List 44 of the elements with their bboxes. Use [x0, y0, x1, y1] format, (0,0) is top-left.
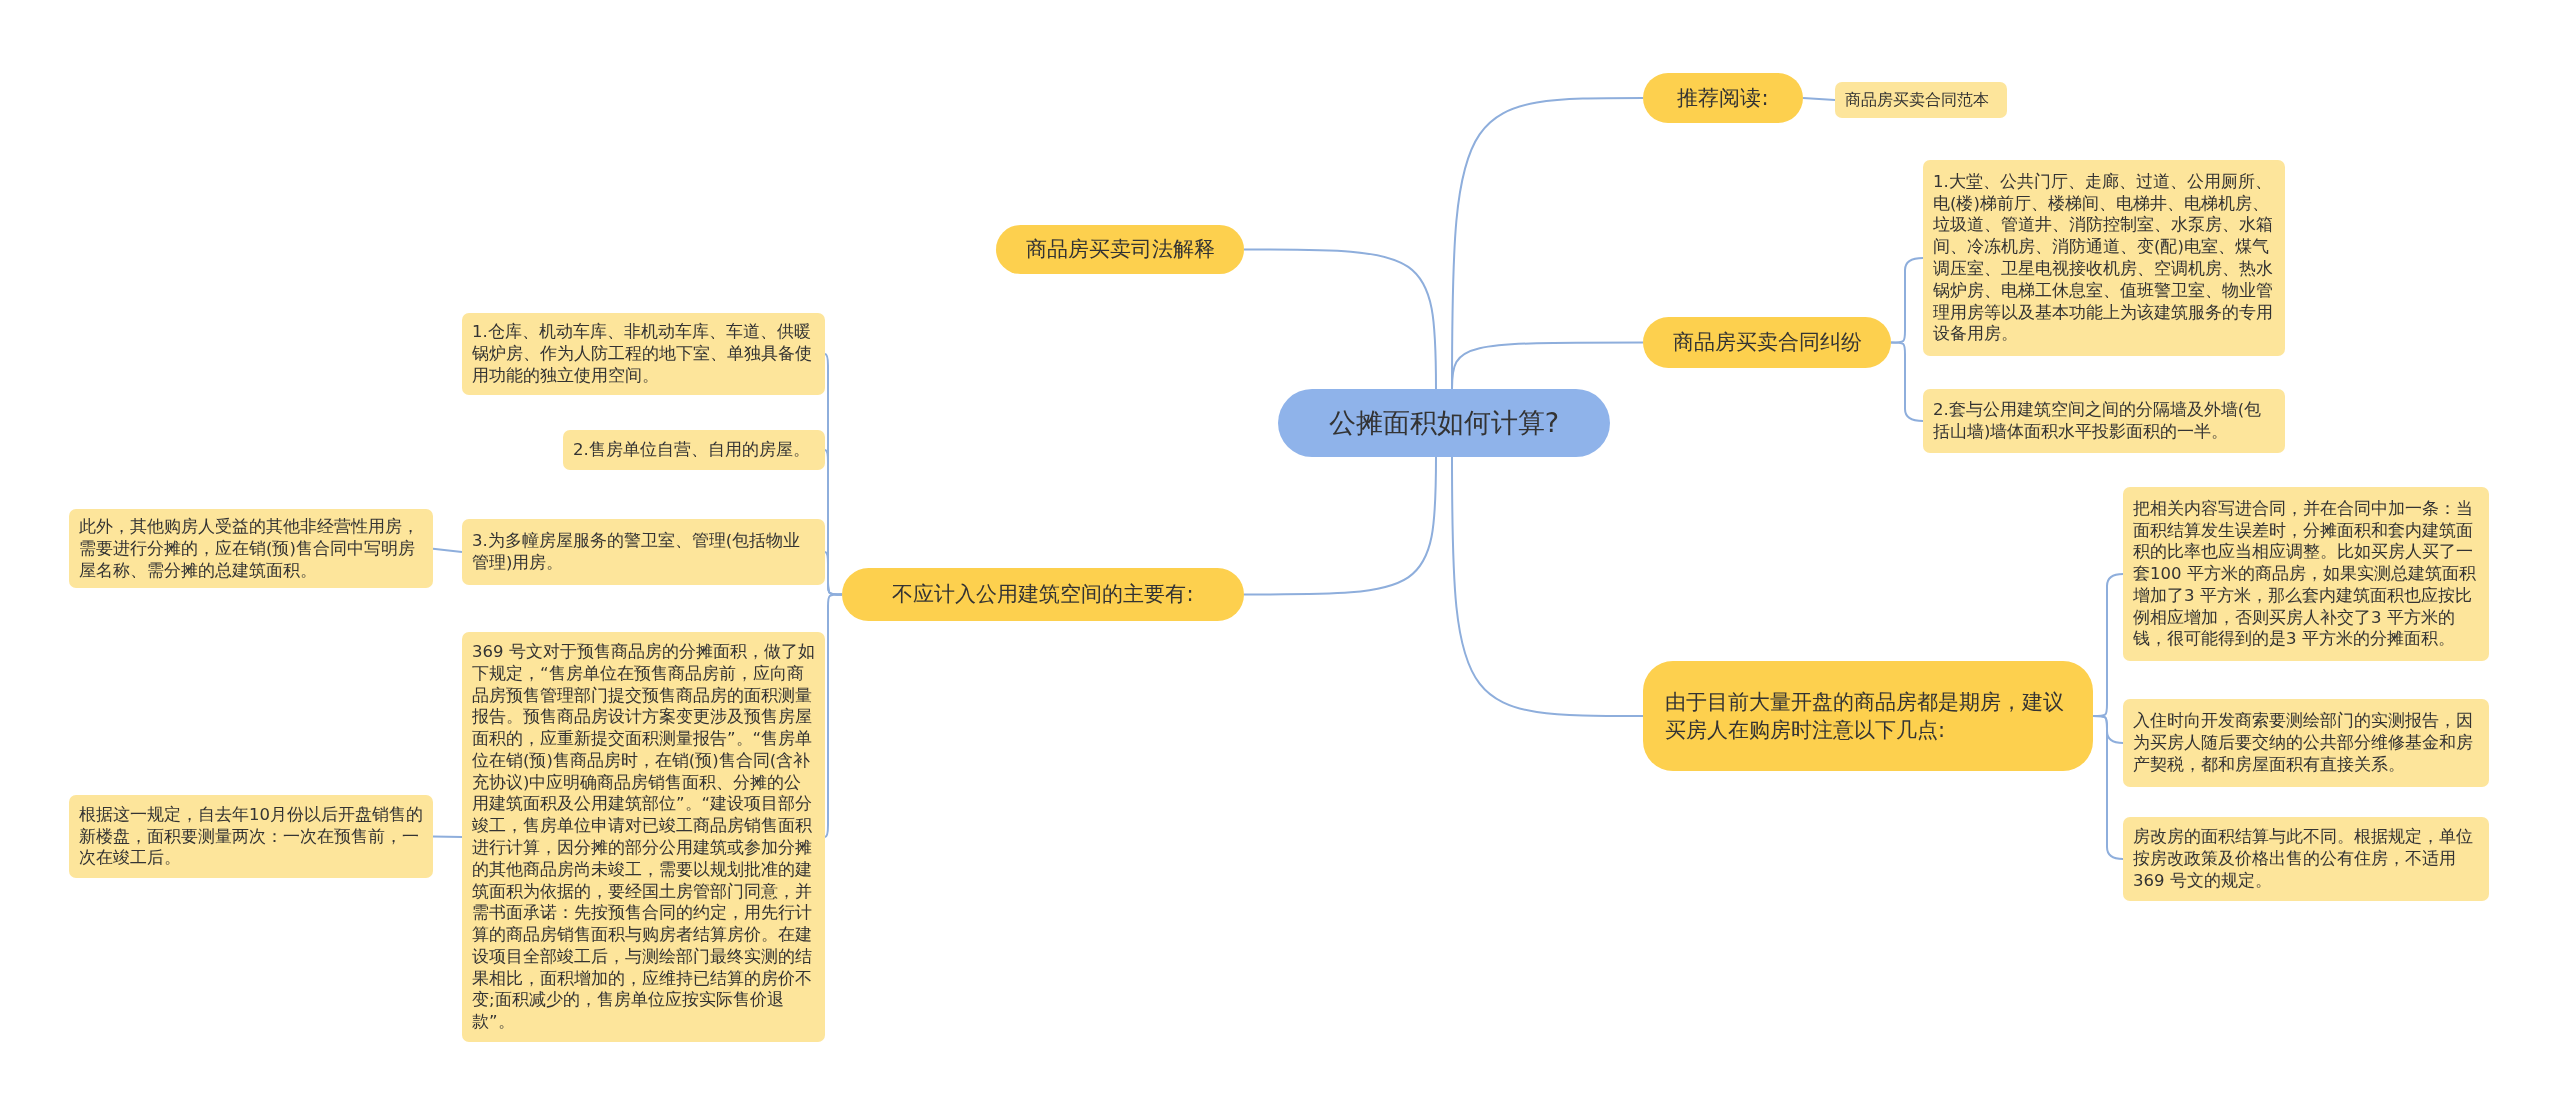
note-text: 2.套与公用建筑空间之间的分隔墙及外墙(包括山墙)墙体面积水平投影面积的一半。: [1933, 399, 2263, 443]
topic-title: 公摊面积如何计算?: [1328, 406, 1560, 440]
note-text: 369 号文对于预售商品房的分摊面积，做了如下规定，“售房单位在预售商品房前，应向商品房预售管理部门提交预售商品房的面积测量报告。预售商品房设计方案变更涉及预售房屋面积的，应重新提交面积测量报告”。“售房单位在销(预)售商品房时，在销(预)售合同(含补充协议)中应明确商品房销售面积、分摊的公用建筑面积及公用建筑部位”。“建设项目部分竣工，售房单位申请对已竣工商品房销售面积进行计算，因分摊的部分公用建筑或参加分摊的其他商品房尚未竣工，需要以规划批准的建筑面积为依据的，要经国土房管部门同意，并需书面承诺：先按预售合同的约定，用先行计算的商品房销售面积与购房者结算房价。在建设项目全部竣工后，与测绘部门最终实测的结果相比，面积增加的，应维持已结算的房价不变;面积减少的，售房单位应按实际售价退款”。: [472, 641, 815, 1033]
note-card: [462, 519, 825, 585]
topic-pill: [1643, 661, 2093, 771]
connector-line: [1243, 248, 1437, 390]
connector-line: [1451, 341, 1644, 390]
note-text: 3.为多幢房屋服务的警卫室、管理(包括物业管理)用房。: [472, 530, 802, 574]
note-text: 根据这一规定，自去年10月份以后开盘销售的新楼盘，面积要测量两次：一次在预售前，一次在竣工后。: [79, 803, 423, 870]
note-card: [563, 430, 825, 470]
topic-label: 商品房买卖合同纠纷: [1672, 329, 1862, 357]
connector-line: [432, 547, 463, 553]
note-text: 房改房的面积结算与此不同。根据规定，单位按房改政策及价格出售的公有住房，不适用369 号文的规定。: [2133, 826, 2474, 892]
topic-label: 商品房买卖司法解释: [1025, 236, 1215, 264]
note-text: 1.仓库、机动车库、非机动车库、车道、供暖锅炉房、作为人防工程的地下室、单独具备使用功能的独立使用空间。: [472, 321, 813, 387]
note-text: 此外，其他购房人受益的其他非经营性用房，需要进行分摊的，应在销(预)售合同中写明房屋名称、需分摊的总建筑面积。: [79, 516, 420, 582]
note-text: 入住时向开发商索要测绘部门的实测报告，因为买房人随后要交纳的公共部分维修基金和房产契税，都和房屋面积有直接关系。: [2133, 710, 2474, 776]
connector-line: [1451, 456, 1644, 717]
topic-label: 不应计入公用建筑空间的主要有:: [892, 581, 1194, 609]
topic-pill: [842, 568, 1244, 621]
note-card: [69, 795, 433, 878]
connector-line: [1243, 456, 1437, 596]
note-card: [462, 313, 825, 395]
connector-line: [432, 835, 463, 838]
note-card: [1923, 389, 2285, 453]
note-card: [69, 509, 433, 589]
topic-label: 推荐阅读:: [1677, 84, 1769, 112]
note-card: [2123, 699, 2489, 787]
note-text: 1.大堂、公共门厅、走廊、过道、公用厕所、电(楼)梯前厅、楼梯间、电梯井、电梯机房、垃圾道、管道井、消防控制室、水泵房、水箱间、冷冻机房、消防通道、变(配)电室、煤气调压室、卫星电视接收机房、空调机房、热水锅炉房、电梯工休息室、值班警卫室、物业管理用房等以及基本功能上为该建筑服务的专用设备用房。: [1933, 170, 2274, 346]
topic-label: 由于目前大量开盘的商品房都是期房，建议买房人在购房时注意以下几点:: [1665, 688, 2065, 744]
connector-line: [2092, 715, 2124, 860]
topic-pill: [996, 225, 1244, 274]
note-text: 把相关内容写进合同，并在合同中加一条：当面积结算发生误差时，分摊面积和套内建筑面积的比率也应当相应调整。比如买房人买了一套100 平方米的商品房，如果实测总建筑面积增加了3 平方米，那么套内建筑面积也应按比例相应增加，否则买房人补交了3 平方米的钱，很可能得到的是3 平方米的分摊面积。: [2133, 497, 2477, 651]
note-card: [1923, 160, 2285, 356]
connector-line: [1802, 97, 1836, 101]
note-text: 商品房买卖合同范本: [1845, 89, 1989, 111]
topic-pill: [1643, 73, 1803, 123]
connector-line: [824, 551, 843, 596]
note-card: [1835, 82, 2007, 118]
connector-line: [824, 593, 843, 838]
note-text: 2.售房单位自营、自用的房屋。: [573, 439, 810, 461]
note-card: [2123, 817, 2489, 901]
topic-pill: [1643, 317, 1891, 368]
note-card: [2123, 487, 2489, 661]
